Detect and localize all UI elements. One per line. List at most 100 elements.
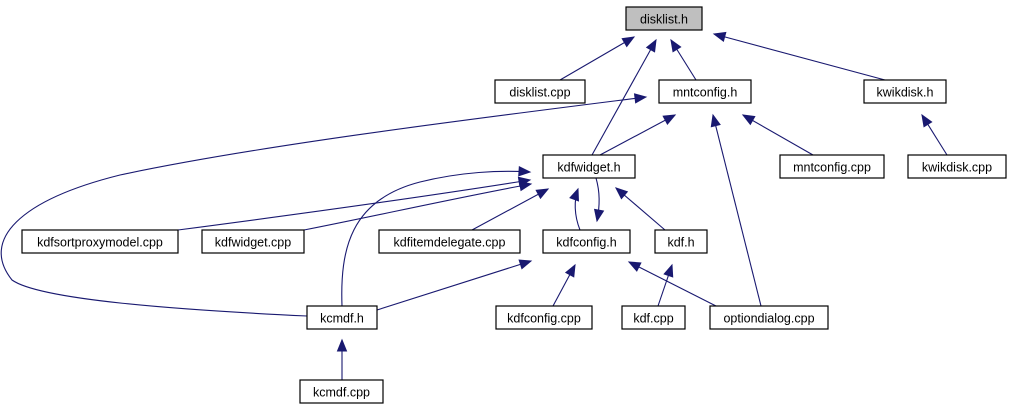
node-label: kdfconfig.h [556, 236, 617, 250]
edge-line [177, 179, 531, 231]
arrowhead-icon [662, 114, 677, 126]
arrowhead-icon [518, 166, 532, 177]
node-box[interactable] [306, 305, 378, 330]
arrowhead-icon [564, 263, 576, 278]
node-label: optiondialog.cpp [723, 312, 814, 326]
edge-line [0, 96, 647, 317]
node-box[interactable] [494, 79, 586, 104]
node-disklist-h[interactable]: disklist.h [625, 6, 703, 31]
arrowhead-icon [670, 38, 682, 53]
node-label: disklist.cpp [509, 86, 570, 100]
node-kdfconfig-cpp[interactable]: kdfconfig.cpp [495, 305, 593, 330]
edge-kdfitemdelegate-cpp-to-kdfwidget-h [471, 188, 550, 231]
node-kdfsortproxymodel-cpp[interactable]: kdfsortproxymodel.cpp [21, 229, 179, 254]
node-kwikdisk-h[interactable]: kwikdisk.h [863, 79, 947, 104]
arrowhead-icon [569, 187, 579, 202]
edge-line [712, 114, 762, 307]
node-box[interactable] [709, 305, 829, 330]
node-kdf-cpp[interactable]: kdf.cpp [621, 305, 686, 330]
edge-line [471, 188, 549, 231]
node-kcmdf-h[interactable]: kcmdf.h [306, 305, 378, 330]
node-box[interactable] [378, 229, 521, 254]
arrowhead-icon [627, 261, 642, 272]
edge-line [376, 260, 532, 311]
node-label: kdfitemdelegate.cpp [394, 236, 506, 250]
edge-line [303, 183, 532, 231]
node-box[interactable] [495, 305, 593, 330]
edge-line [341, 170, 531, 307]
arrowhead-icon [710, 113, 721, 128]
edge-kdf-h-to-kdfwidget-h [614, 187, 666, 231]
edge-line [742, 114, 814, 156]
edge-optiondialog-cpp-to-kdfconfig-h [627, 261, 717, 307]
node-label: kwikdisk.h [877, 86, 934, 100]
node-kdfwidget-h[interactable]: kdfwidget.h [542, 154, 636, 179]
node-box[interactable] [654, 229, 708, 254]
node-box[interactable] [542, 154, 636, 179]
edge-kdfwidget-cpp-to-kdfwidget-h [303, 180, 533, 231]
arrowhead-icon [633, 93, 648, 104]
node-mntconfig-cpp[interactable]: mntconfig.cpp [779, 154, 885, 179]
edge-kcmdf-cpp-to-kcmdf-h [336, 338, 348, 380]
node-label: kwikdisk.cpp [922, 161, 992, 175]
edge-line [628, 261, 717, 307]
edge-line [559, 36, 635, 81]
arrowhead-icon [336, 338, 348, 352]
arrowhead-icon [712, 31, 727, 43]
node-label: kcmdf.cpp [313, 386, 370, 400]
node-optiondialog-cpp[interactable]: optiondialog.cpp [709, 305, 829, 330]
node-box[interactable] [621, 305, 686, 330]
arrowhead-icon [593, 208, 605, 223]
node-box[interactable] [542, 229, 631, 254]
arrowhead-icon [518, 180, 533, 192]
arrowhead-icon [663, 263, 674, 278]
arrowhead-icon [621, 36, 636, 48]
edge-kdfsortproxymodel-cpp-to-kdfwidget-h [177, 176, 532, 231]
edge-kdfwidget-h-to-disklist-h [591, 38, 657, 156]
node-box[interactable] [907, 154, 1007, 179]
node-kwikdisk-cpp[interactable]: kwikdisk.cpp [907, 154, 1007, 179]
node-label: kdfwidget.cpp [215, 236, 291, 250]
edge-line [599, 114, 676, 156]
node-label: mntconfig.cpp [793, 161, 871, 175]
edge-kcmdf-h-to-kdfconfig-h [376, 259, 533, 311]
arrowhead-icon [921, 113, 933, 128]
node-label: kdf.h [667, 236, 694, 250]
node-box[interactable] [21, 229, 179, 254]
node-box[interactable] [299, 379, 384, 404]
arrowhead-icon [741, 114, 756, 126]
node-label: disklist.h [640, 13, 688, 27]
node-box[interactable] [625, 6, 703, 31]
node-label: kdfsortproxymodel.cpp [37, 236, 163, 250]
edge-kdfwidget-h-to-kdfconfig-h [593, 177, 605, 223]
node-label: kdf.cpp [633, 312, 673, 326]
arrowhead-icon [535, 188, 550, 200]
edge-line [591, 39, 657, 156]
edge-line [713, 33, 886, 81]
node-kdfwidget-cpp[interactable]: kdfwidget.cpp [201, 229, 305, 254]
edge-optiondialog-cpp-to-mntconfig-h [710, 113, 762, 307]
node-disklist-cpp[interactable]: disklist.cpp [494, 79, 586, 104]
node-kdfconfig-h[interactable]: kdfconfig.h [542, 229, 631, 254]
node-box[interactable] [658, 79, 752, 104]
edge-kcmdf-h-to-mntconfig-h [0, 93, 648, 317]
node-kdf-h[interactable]: kdf.h [654, 229, 708, 254]
node-kcmdf-cpp[interactable]: kcmdf.cpp [299, 379, 384, 404]
node-label: kdfconfig.cpp [507, 312, 581, 326]
node-box[interactable] [863, 79, 947, 104]
arrowhead-icon [518, 259, 533, 270]
edge-kdf-cpp-to-kdf-h [657, 263, 674, 307]
edge-disklist-cpp-to-disklist-h [559, 36, 636, 81]
edge-kwikdisk-cpp-to-kwikdisk-h [921, 113, 948, 156]
arrowhead-icon [614, 187, 629, 200]
node-box[interactable] [201, 229, 305, 254]
arrowhead-icon [645, 38, 657, 53]
node-kdfitemdelegate-cpp[interactable]: kdfitemdelegate.cpp [378, 229, 521, 254]
edge-mntconfig-cpp-to-mntconfig-h [741, 114, 814, 156]
edge-kdfconfig-cpp-to-kdfconfig-h [552, 263, 576, 307]
node-box[interactable] [779, 154, 885, 179]
edge-kdfwidget-h-to-mntconfig-h [599, 114, 677, 156]
edge-kdfconfig-h-to-kdfwidget-h [569, 187, 581, 231]
node-mntconfig-h[interactable]: mntconfig.h [658, 79, 752, 104]
